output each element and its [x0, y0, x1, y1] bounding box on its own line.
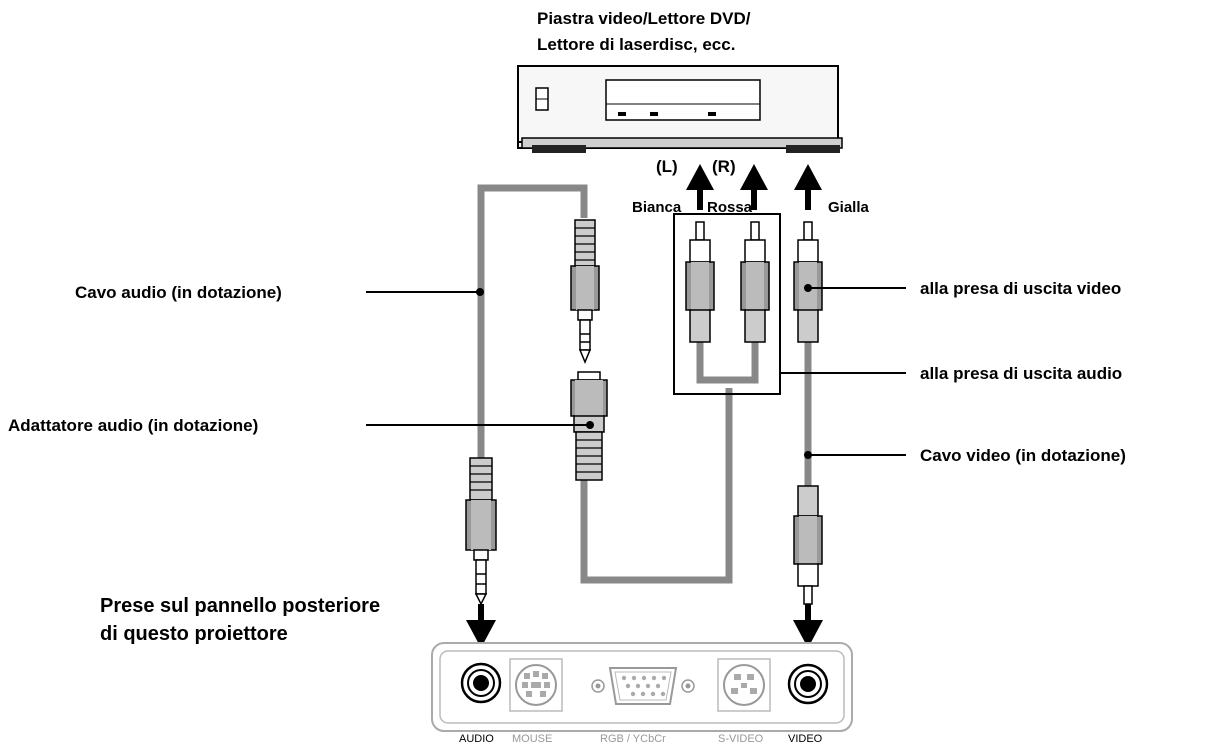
- input-arrows: [466, 604, 823, 648]
- callout-audio-cable: Cavo audio (in dotazione): [75, 283, 282, 302]
- callout-video-out: alla presa di uscita video: [920, 279, 1121, 298]
- port-label-video: VIDEO: [788, 733, 823, 744]
- yellow-label: Gialla: [828, 199, 870, 216]
- audio-out-bracket: [673, 213, 781, 395]
- callout-audio-adapter: Adattatore audio (in dotazione): [8, 416, 258, 435]
- port-label-rgb: RGB / YCbCr: [600, 733, 666, 744]
- source-device: Piastra video/Lettore DVD/ Lettore di la…: [517, 9, 843, 153]
- rgb-port: [591, 667, 695, 705]
- port-label-audio: AUDIO: [459, 733, 494, 744]
- rca-audio-plugs: [673, 213, 781, 395]
- callout-audio-out: alla presa di uscita audio: [920, 364, 1122, 383]
- white-label: Bianca: [632, 199, 682, 216]
- audio-cable-top-plug: [570, 219, 600, 364]
- output-arrows: [686, 164, 822, 210]
- disc-tray: [605, 79, 761, 121]
- audio-cable-bottom-plug: [465, 457, 497, 606]
- callout-lines: [366, 287, 906, 456]
- audio-jack: [460, 662, 502, 704]
- panel-title-line2: di questo proiettore: [100, 623, 288, 645]
- red-label: Rossa: [707, 199, 753, 216]
- panel-title-line1: Prese sul pannello posteriore: [100, 595, 380, 617]
- mouse-port: [509, 658, 563, 712]
- rca-white-plug: [685, 221, 715, 343]
- channel-label-right: (R): [712, 157, 736, 176]
- svideo-port: [717, 658, 771, 712]
- video-jack: [787, 663, 829, 705]
- audio-adapter: [570, 371, 608, 481]
- rca-yellow-plug-bottom: [793, 485, 823, 605]
- port-label-svideo: S-VIDEO: [718, 733, 764, 744]
- rca-yellow-plug-top: [793, 221, 823, 343]
- device-title-line1: Piastra video/Lettore DVD/: [537, 9, 751, 28]
- rca-red-plug: [740, 221, 770, 343]
- callout-video-cable: Cavo video (in dotazione): [920, 446, 1126, 465]
- adapter-cable: [580, 388, 733, 584]
- audio-cable: [477, 184, 588, 460]
- cables: [477, 184, 812, 584]
- rear-panel: [431, 642, 853, 732]
- device-title-line2: Lettore di laserdisc, ecc.: [537, 35, 735, 54]
- port-label-mouse: MOUSE: [512, 733, 552, 744]
- channel-label-left: (L): [656, 157, 678, 176]
